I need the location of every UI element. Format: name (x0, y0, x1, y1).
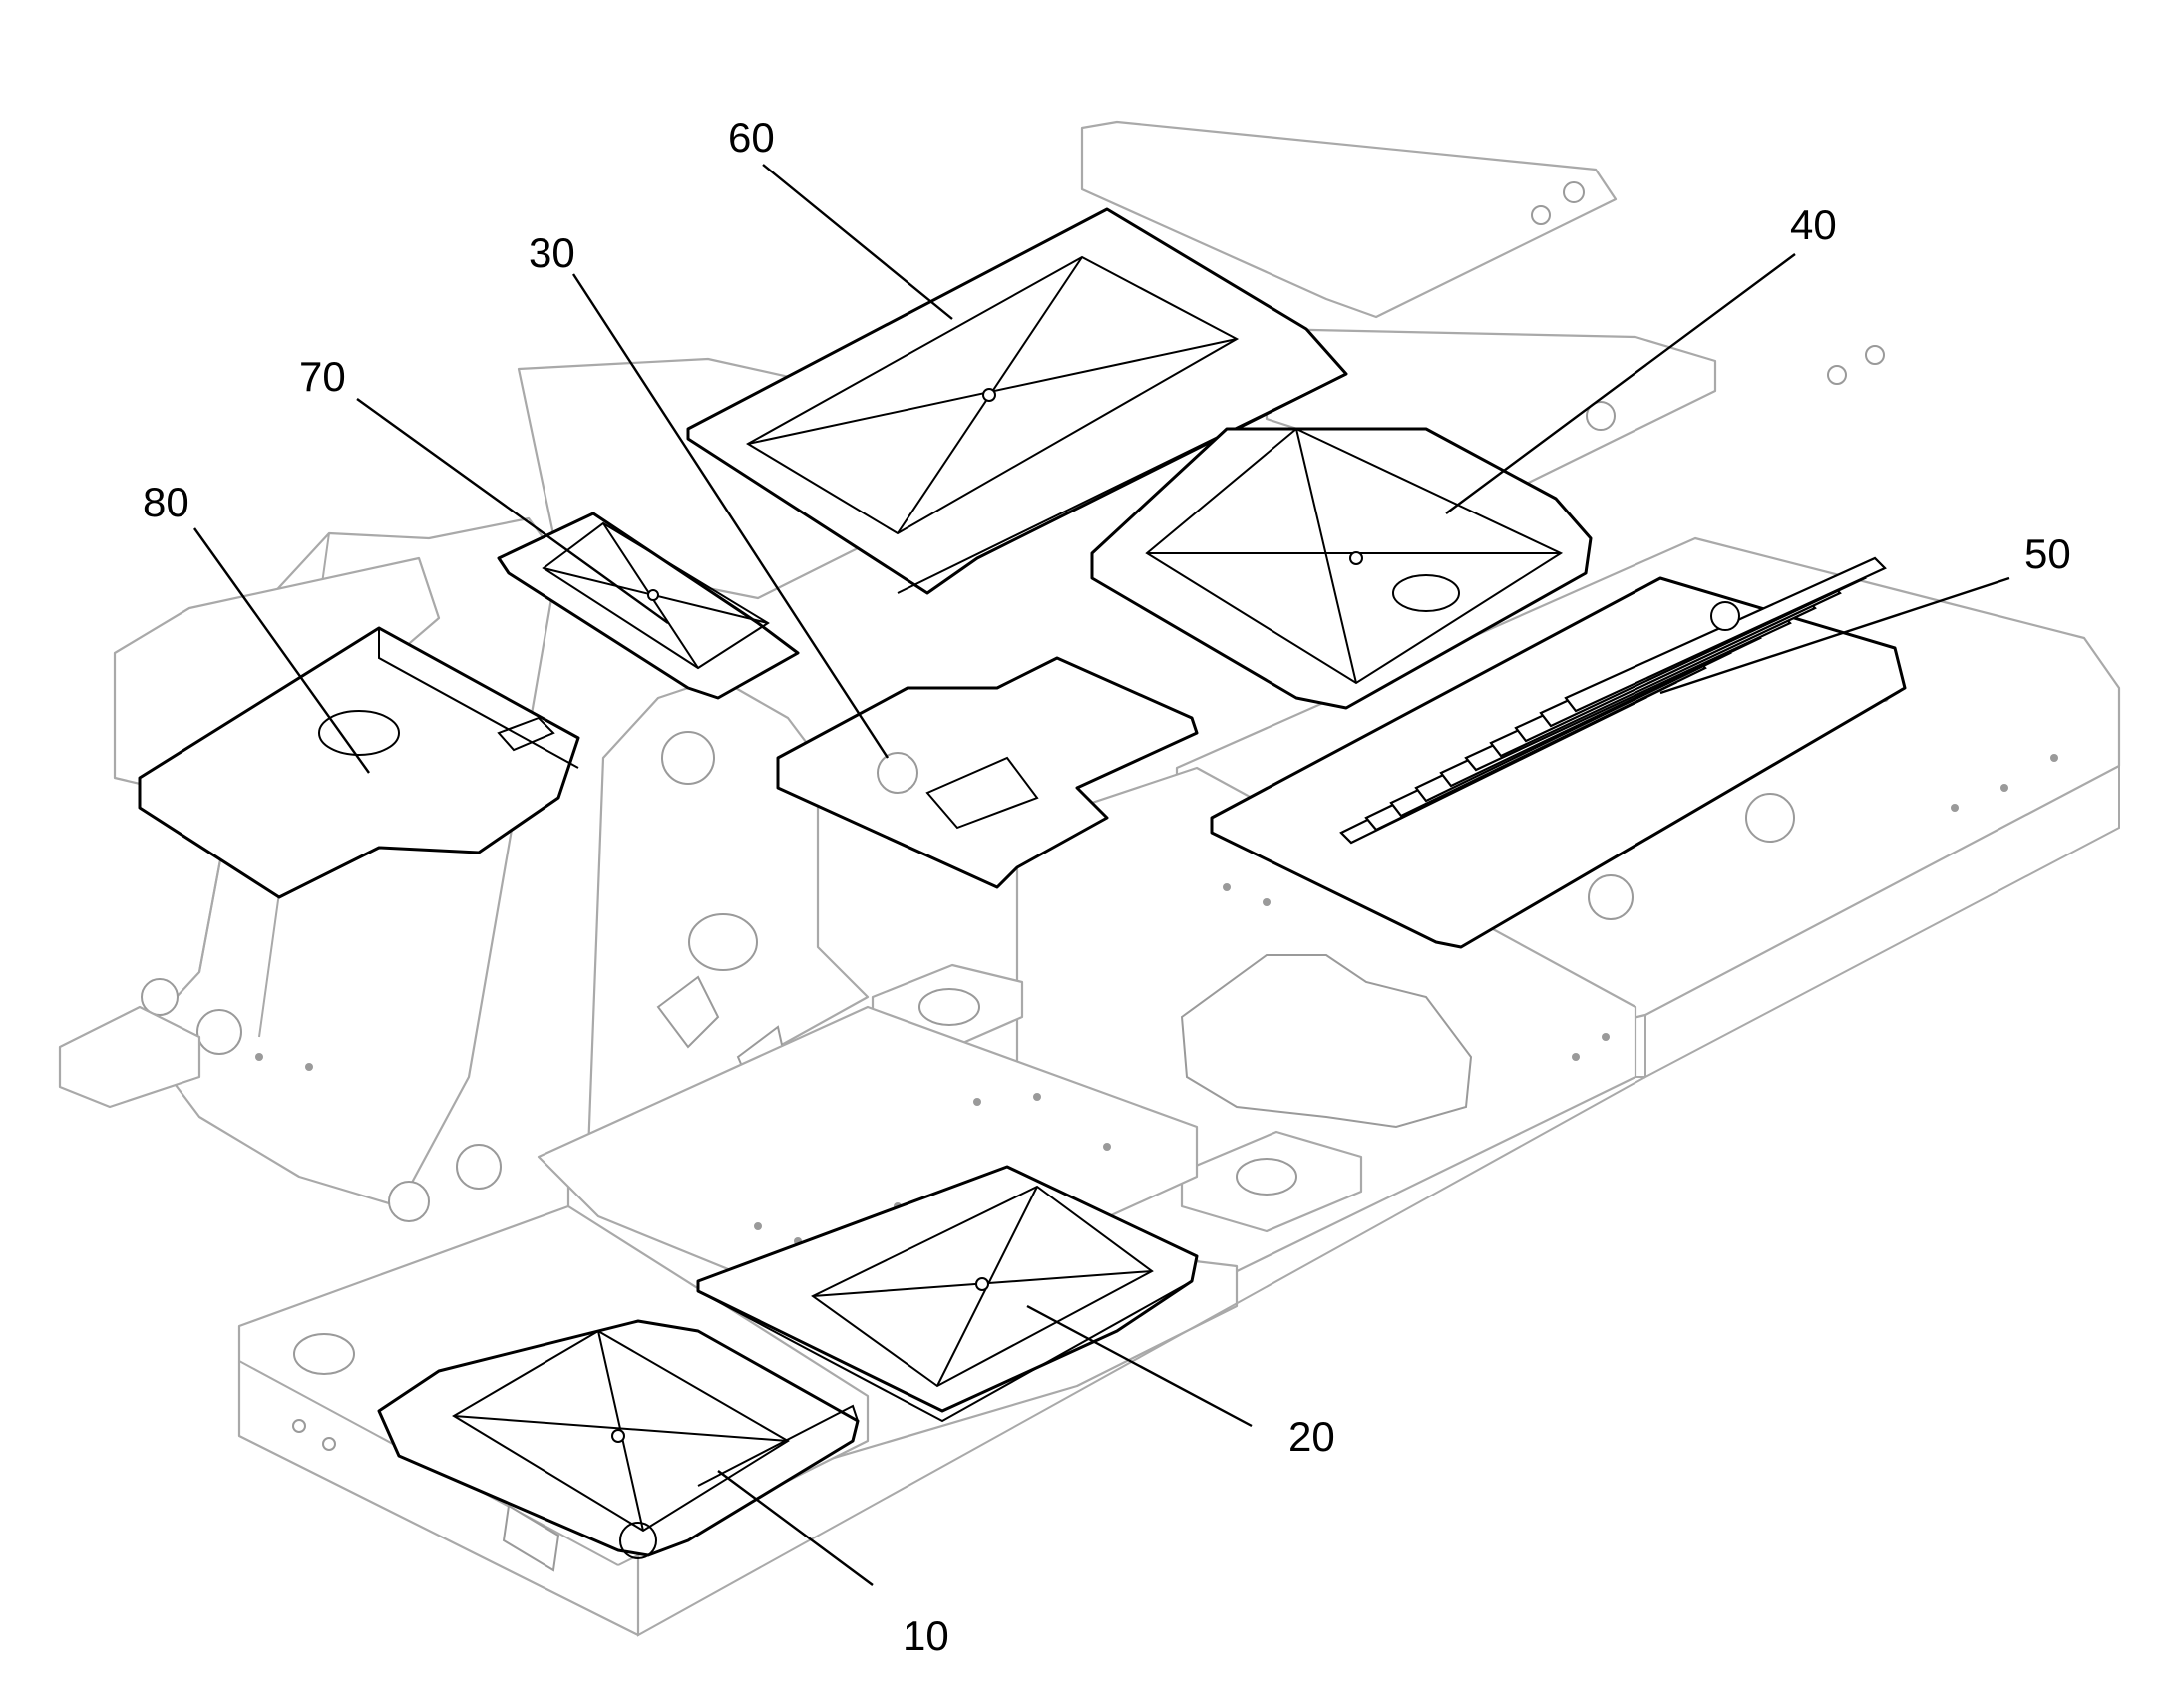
label-10: 10 (903, 1612, 949, 1659)
label-50: 50 (2024, 530, 2071, 577)
front-box-bore (293, 1333, 355, 1375)
left-plate (58, 1005, 201, 1109)
label-70: 70 (299, 353, 346, 400)
cover-60 (686, 207, 1348, 595)
label-20: 20 (1288, 1413, 1335, 1460)
cover-80 (138, 626, 580, 899)
leader-10 (717, 1470, 874, 1586)
label-80: 80 (143, 479, 189, 525)
cover-50-slots (1339, 556, 1887, 845)
label-40: 40 (1790, 201, 1837, 248)
leader-50 (1659, 576, 2010, 695)
cover-50 (1210, 556, 1907, 949)
leader-70 (356, 398, 669, 624)
leader-20 (1026, 1304, 1253, 1428)
cover-70 (497, 512, 800, 700)
label-30: 30 (529, 229, 575, 276)
leader-80 (193, 527, 370, 774)
cover-30 (776, 656, 1199, 889)
leader-60 (762, 164, 953, 320)
cover-10 (377, 1319, 860, 1559)
leader-30 (571, 273, 890, 759)
label-60: 60 (728, 114, 775, 161)
leader-lines (193, 164, 2010, 1586)
cover-20 (696, 1165, 1199, 1423)
deck-cutout (1180, 954, 1473, 1129)
reference-numerals: 10 20 30 40 50 60 70 80 (143, 114, 2071, 1659)
rear-rail-upper (1080, 120, 1618, 319)
leader-40 (1445, 253, 1796, 514)
